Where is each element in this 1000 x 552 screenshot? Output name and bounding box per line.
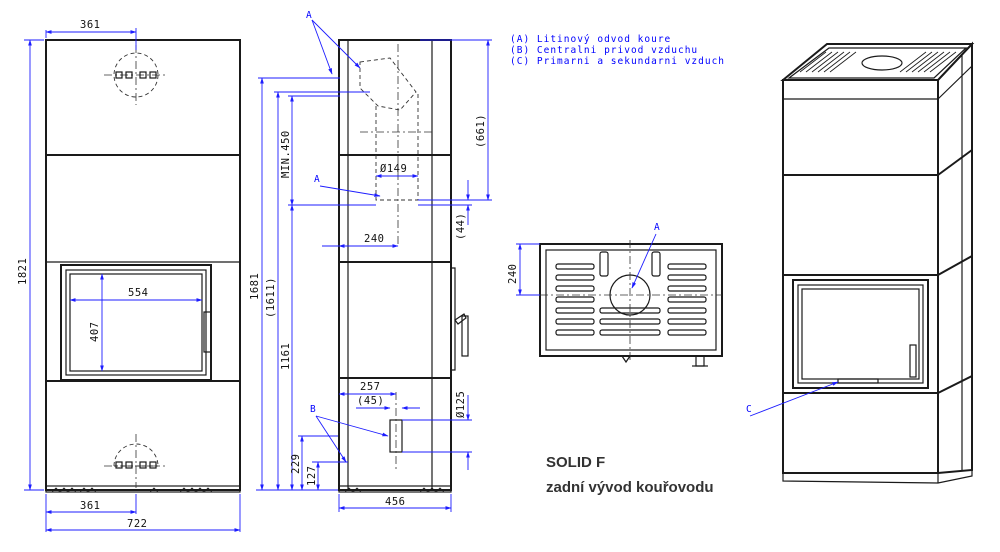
front-view: 361 1821 554 407 361 722	[17, 19, 241, 532]
label-a-mid: A	[314, 174, 321, 185]
top-view-vent-slots	[555, 251, 707, 336]
dim-front-total-width: 722	[127, 518, 147, 530]
side-view: A A B MIN.450 1681 (1611) 1161 229 127	[249, 10, 492, 512]
dim-side-1161: 1161	[280, 343, 292, 370]
side-body-outline	[338, 39, 452, 491]
front-body-outline	[45, 39, 241, 491]
dim-front-opening-height: 407	[89, 322, 101, 342]
front-top-outlet	[104, 45, 168, 105]
isometric-top-grilles	[799, 51, 957, 73]
label-a-top-view: A	[654, 222, 661, 233]
dim-side-1611: (1611)	[265, 277, 277, 318]
dim-front-top-width: 361	[80, 19, 100, 31]
dim-front-opening-width: 554	[128, 287, 148, 299]
legend-a: (A) Litinový odvod koure	[510, 34, 671, 45]
label-c: C	[746, 404, 753, 415]
dim-side-456: 456	[385, 496, 405, 508]
title-model: SOLID F	[546, 454, 605, 471]
dim-side-44: (44)	[455, 213, 467, 240]
top-view-outline	[539, 243, 723, 357]
title-block: SOLID F zadní vývod kouřovodu	[546, 454, 714, 496]
dim-side-min: MIN.450	[280, 130, 292, 178]
side-flue-pipe	[359, 44, 432, 246]
legend-b: (B) Centralni privod vzduchu	[510, 45, 698, 56]
dim-front-bottom-inner: 361	[80, 500, 100, 512]
isometric-door	[792, 279, 929, 389]
dim-side-127: 127	[306, 466, 318, 486]
isometric-view: C	[746, 41, 975, 484]
dim-side-257: 257	[360, 381, 380, 393]
front-door	[60, 264, 212, 381]
dim-side-661: (661)	[475, 114, 487, 148]
dim-side-45: (45)	[357, 395, 384, 407]
dim-side-125: Ø125	[455, 391, 467, 418]
label-a-top: A	[306, 10, 313, 21]
dim-side-240: 240	[364, 233, 384, 245]
dim-side-229: 229	[290, 454, 302, 474]
front-bottom-inlet	[104, 434, 168, 488]
top-view: A 240	[507, 222, 723, 367]
dim-side-pipe-dia: Ø149	[380, 163, 407, 175]
legend: (A) Litinový odvod koure (B) Centralni p…	[510, 34, 725, 67]
dim-top-240: 240	[507, 264, 519, 284]
dim-side-1681: 1681	[249, 273, 261, 300]
legend-c: (C) Primarni a sekundarni vzduch	[510, 56, 725, 67]
label-b: B	[310, 404, 317, 415]
dim-front-height: 1821	[17, 258, 29, 285]
title-description: zadní vývod kouřovodu	[546, 479, 714, 496]
